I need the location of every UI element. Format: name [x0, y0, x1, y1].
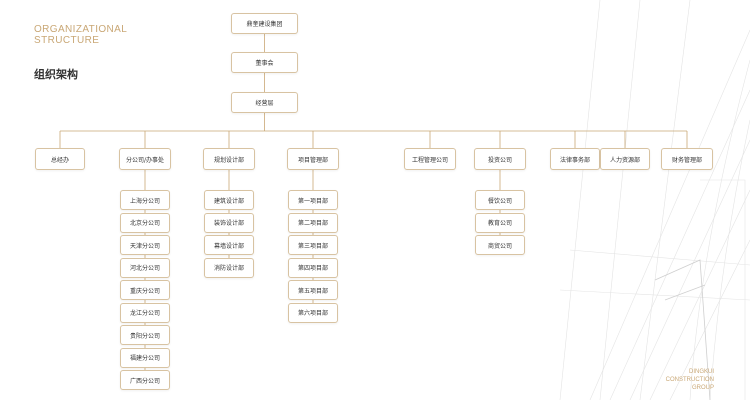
- node-management: 经营层: [231, 92, 298, 113]
- node-root: 鼎奎建设集团: [231, 13, 298, 34]
- subunit-box: 第二项目部: [288, 212, 338, 233]
- subunit-box: 第四项目部: [288, 257, 338, 278]
- department-box: 分公司/办事处: [119, 148, 171, 170]
- node-board: 董事会: [231, 52, 298, 73]
- subunit-box: 第一项目部: [288, 190, 338, 210]
- subunit-box: 重庆分公司: [120, 280, 170, 300]
- subunit-box: 餐饮公司: [475, 190, 525, 210]
- subunit-box: 福建分公司: [120, 347, 170, 368]
- subunit-box: 消防设计部: [204, 257, 254, 278]
- subunit-box: 商贸公司: [475, 235, 525, 255]
- brand-line-3: GROUP: [691, 385, 714, 391]
- subunit-box: 装饰设计部: [204, 212, 254, 233]
- title-english-line-1: ORGANIZATIONAL: [34, 24, 128, 35]
- subunit-box: 第五项目部: [288, 280, 338, 300]
- department-box: 投资公司: [474, 148, 526, 170]
- subunit-box: 上海分公司: [120, 190, 170, 210]
- subunit-box: 河北分公司: [120, 257, 170, 278]
- brand-line-2: CONSTRUCTION: [665, 377, 714, 383]
- subunit-box: 广西分公司: [120, 370, 170, 390]
- title-english-line-2: STRUCTURE: [34, 35, 100, 46]
- subunit-box: 建筑设计部: [204, 190, 254, 210]
- subunit-box: 贵阳分公司: [120, 325, 170, 345]
- department-box: 总经办: [35, 148, 85, 170]
- department-box: 规划设计部: [203, 148, 255, 170]
- subunit-box: 天津分公司: [120, 235, 170, 255]
- department-box: 财务管理部: [661, 148, 713, 170]
- subunit-box: 幕墙设计部: [204, 235, 254, 255]
- subunit-box: 教育公司: [475, 212, 525, 233]
- page-title: 组织架构: [34, 68, 78, 81]
- subunit-box: 北京分公司: [120, 212, 170, 233]
- department-box: 项目管理部: [287, 148, 339, 170]
- subunit-box: 第三项目部: [288, 235, 338, 255]
- title-english: ORGANIZATIONAL STRUCTURE: [34, 24, 127, 46]
- department-box: 法律事务部: [550, 148, 600, 170]
- department-box: 工程管理公司: [404, 148, 456, 170]
- brand-footer: DINGKUI CONSTRUCTION GROUP: [634, 368, 714, 392]
- subunit-box: 第六项目部: [288, 302, 338, 323]
- brand-line-1: DINGKUI: [688, 369, 714, 375]
- department-box: 人力资源部: [600, 148, 650, 170]
- subunit-box: 龙江分公司: [120, 302, 170, 323]
